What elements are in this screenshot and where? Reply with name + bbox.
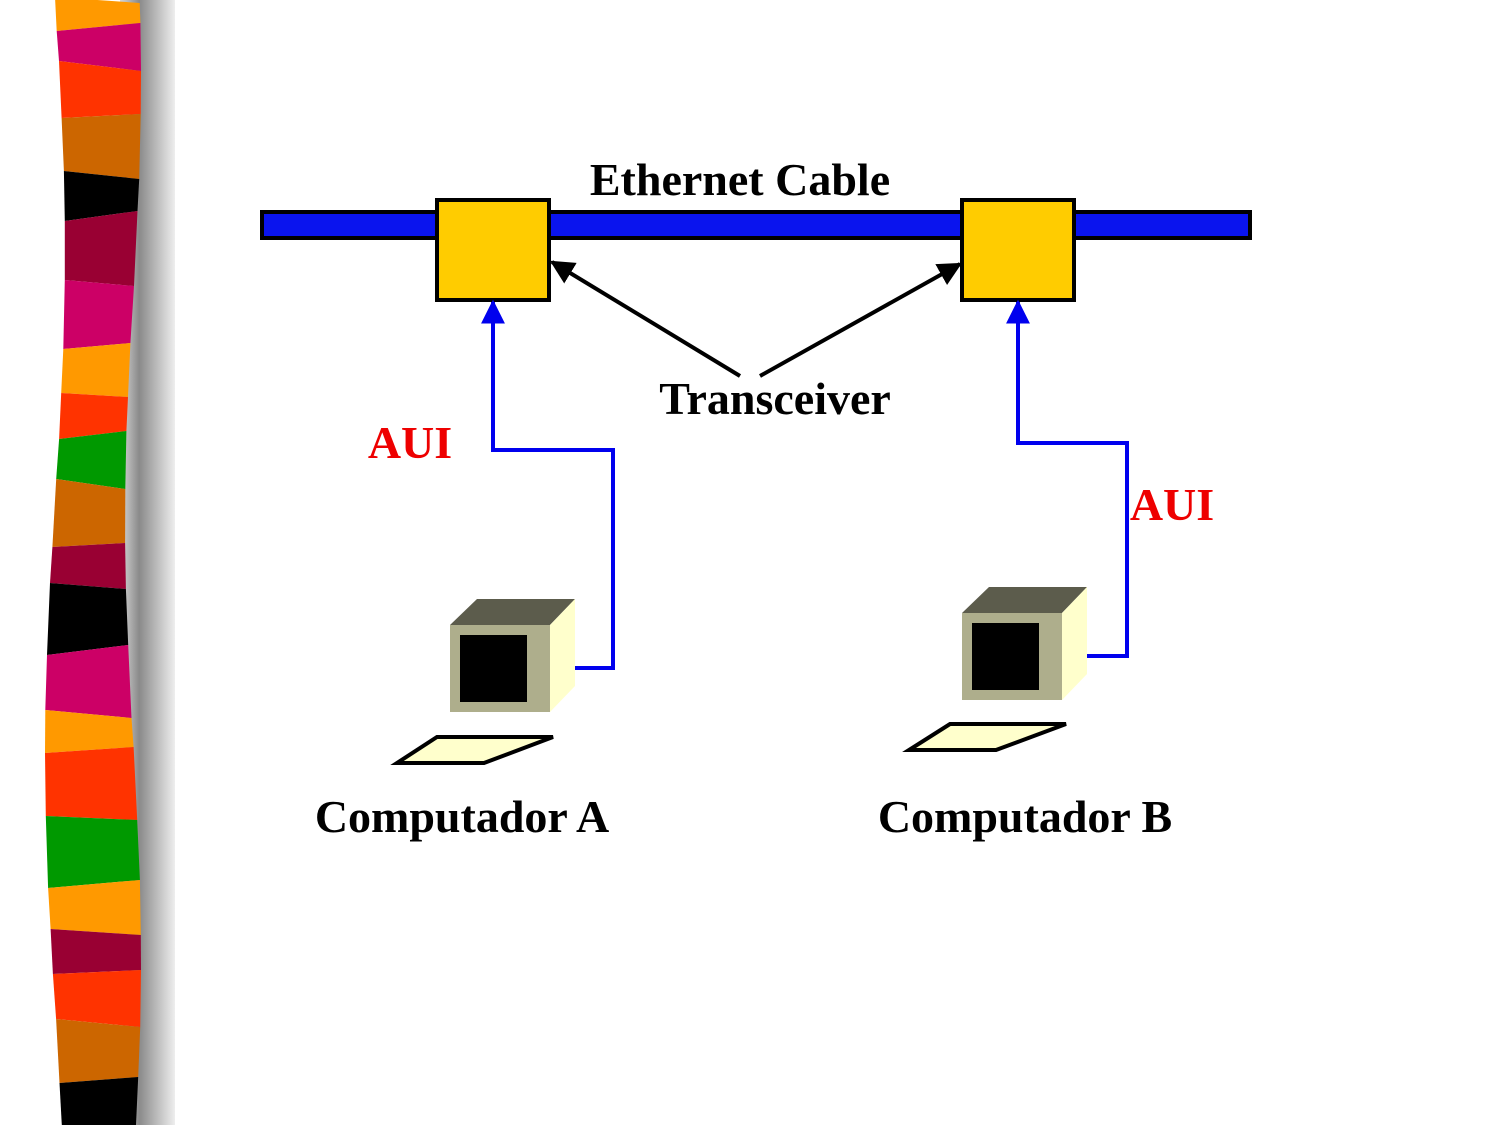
aui-connection-a	[481, 299, 615, 680]
computer-b-icon	[902, 587, 1087, 752]
side-bar-stripe	[56, 1019, 141, 1083]
transceiver-b	[960, 198, 1076, 302]
monitor-b-top	[962, 587, 1087, 613]
side-bar-stripe	[61, 343, 131, 397]
transceiver-label: Transceiver	[659, 373, 891, 424]
aui-label-b: AUI	[1130, 479, 1214, 530]
cable-label: Ethernet Cable	[590, 154, 890, 205]
keyboard-a	[390, 735, 554, 765]
monitor-b-screen	[972, 623, 1039, 690]
side-bar-stripe	[61, 114, 141, 179]
transceiver-arrow-a	[549, 260, 742, 378]
monitor-b-side	[1062, 587, 1087, 700]
transceiver-arrow-b	[759, 262, 963, 378]
side-bar-stripe	[59, 393, 128, 439]
side-bar-stripes	[45, 0, 142, 1125]
side-bar-stripe	[63, 280, 134, 349]
side-bar-stripe	[55, 0, 141, 31]
side-bar-stripe	[59, 61, 141, 118]
side-bar-stripe	[47, 583, 129, 655]
side-bar-stripe	[56, 23, 142, 71]
ethernet-cable	[260, 210, 1252, 240]
side-bar-stripe	[50, 543, 126, 589]
computer-a-label: Computador A	[315, 791, 609, 842]
side-bar-stripe	[56, 431, 127, 489]
side-bar-stripe	[45, 645, 132, 718]
side-bar-stripe	[45, 710, 134, 753]
side-bar-stripe	[52, 479, 126, 547]
side-bar-stripe	[64, 211, 138, 286]
monitor-a-side	[550, 599, 575, 712]
side-bar-stripe	[50, 929, 141, 974]
side-bar-stripe	[52, 970, 141, 1027]
monitor-a-screen	[460, 635, 527, 702]
side-bar-stripe	[45, 747, 138, 820]
monitor-a-top	[450, 599, 575, 625]
decorative-side-bar	[45, 0, 175, 1125]
keyboard-b	[902, 722, 1067, 752]
side-bar-stripe	[59, 1077, 139, 1125]
side-bar-stripe	[45, 816, 140, 888]
aui-connection-b	[1006, 299, 1129, 668]
transceiver-a	[435, 198, 551, 302]
computer-a-icon	[390, 599, 575, 765]
side-bar-stripe	[63, 171, 140, 221]
aui-label-a: AUI	[368, 417, 452, 468]
computer-b-label: Computador B	[878, 791, 1172, 842]
side-bar-stripe	[48, 880, 141, 935]
